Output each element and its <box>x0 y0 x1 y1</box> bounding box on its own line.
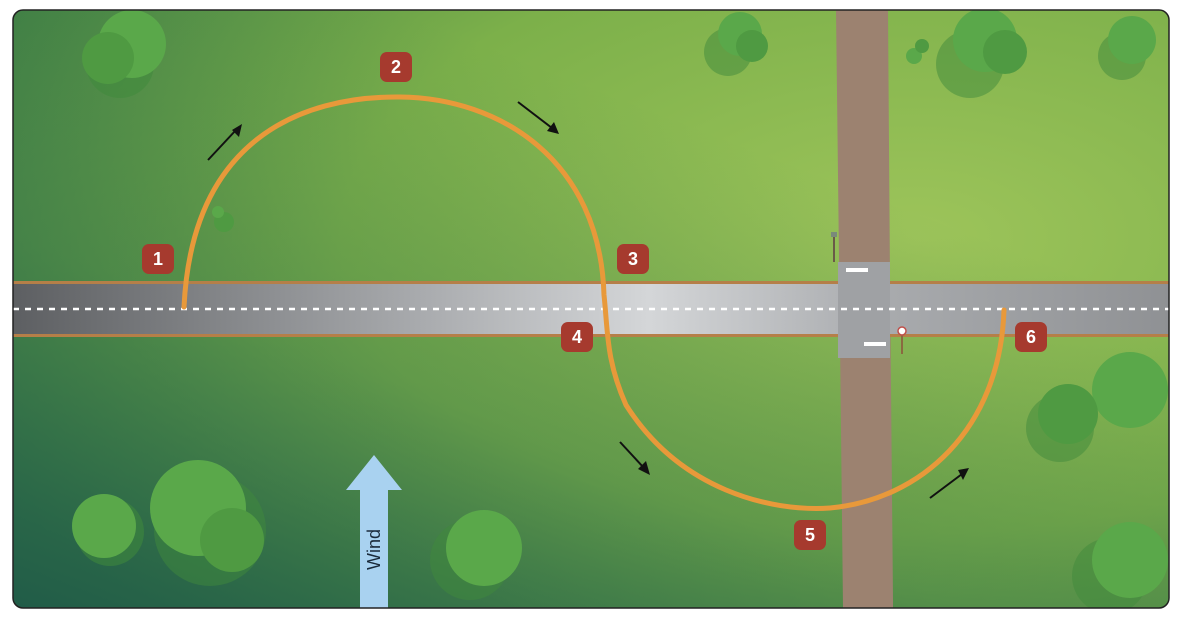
direction-arrow-icon <box>207 124 242 161</box>
direction-arrow-icon <box>929 468 969 499</box>
waypoint-badge-6: 6 <box>1015 322 1047 352</box>
tree-icon <box>704 12 768 76</box>
tree-icon <box>1098 16 1156 80</box>
road-edge-top <box>13 281 1169 284</box>
waypoint-label: 1 <box>153 249 163 269</box>
tree-icon <box>1026 352 1168 462</box>
frame-border <box>12 9 1170 609</box>
wind-label: Wind <box>364 529 384 570</box>
tree-icon <box>212 206 234 232</box>
tree-icon <box>150 460 266 586</box>
waypoint-label: 4 <box>572 327 582 347</box>
sign-post-icon <box>897 326 907 354</box>
tree-icon <box>430 510 522 600</box>
waypoint-badge-1: 1 <box>142 244 174 274</box>
waypoint-badge-4: 4 <box>561 322 593 352</box>
direction-arrow-icon <box>619 441 650 475</box>
waypoint-badge-3: 3 <box>617 244 649 274</box>
waypoint-badge-5: 5 <box>794 520 826 550</box>
waypoint-label: 2 <box>391 57 401 77</box>
wind-arrow-icon <box>346 455 402 608</box>
waypoint-label: 5 <box>805 525 815 545</box>
flight-path <box>181 94 1007 511</box>
stop-line-north <box>846 268 868 272</box>
waypoint-badge-2: 2 <box>380 52 412 82</box>
tree-icon <box>82 10 166 98</box>
waypoint-label: 6 <box>1026 327 1036 347</box>
tree-icon <box>72 494 144 566</box>
direction-arrow-icon <box>517 101 559 134</box>
tree-icon <box>1072 522 1168 608</box>
stop-line-south <box>864 342 886 346</box>
tree-icon <box>936 10 1027 98</box>
tree-icon <box>906 39 929 64</box>
waypoint-label: 3 <box>628 249 638 269</box>
sign-post-icon <box>831 232 837 262</box>
